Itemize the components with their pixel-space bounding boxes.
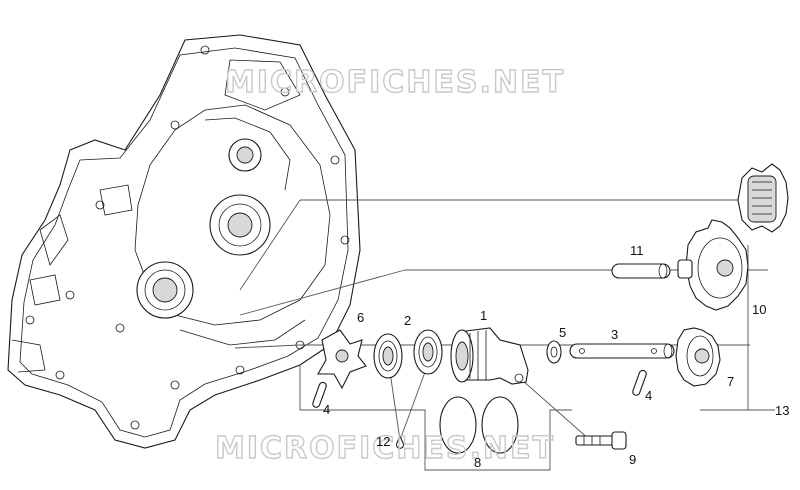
label-part-6: 6 xyxy=(357,310,364,325)
washer-5 xyxy=(546,340,562,364)
bearing-2-left xyxy=(373,333,403,379)
label-part-13: 13 xyxy=(775,403,789,418)
shaft-3 xyxy=(569,343,675,359)
label-part-4-left: 4 xyxy=(323,402,330,417)
o-ring-8-right xyxy=(481,396,519,454)
crankcase-housing xyxy=(7,34,361,449)
gear-10 xyxy=(677,219,749,311)
label-part-10: 10 xyxy=(752,302,766,317)
label-part-7: 7 xyxy=(727,374,734,389)
label-part-5: 5 xyxy=(559,325,566,340)
gear-13 xyxy=(737,163,789,233)
pin-4-right xyxy=(632,369,647,396)
label-part-9: 9 xyxy=(629,452,636,467)
label-part-2: 2 xyxy=(404,313,411,328)
pin-4-left xyxy=(312,381,327,408)
pump-body-1 xyxy=(450,327,529,385)
label-part-1: 1 xyxy=(480,308,487,323)
impeller-6 xyxy=(317,329,367,390)
bolt-9 xyxy=(575,431,627,450)
o-ring-8-left xyxy=(439,396,477,454)
label-part-11: 11 xyxy=(630,243,644,258)
part-labels: 1 2 3 4 4 5 6 7 8 9 10 11 12 13 xyxy=(323,243,789,470)
watermark-bottom: MICROFICHES.NET xyxy=(215,431,555,466)
clip-12 xyxy=(395,434,405,449)
bearing-2-right xyxy=(413,329,443,375)
label-part-12: 12 xyxy=(376,434,390,449)
label-part-8: 8 xyxy=(474,455,481,470)
pin-11 xyxy=(611,263,671,279)
gear-7 xyxy=(675,327,721,387)
label-part-3: 3 xyxy=(611,327,618,342)
watermark-top: MICROFICHES.NET xyxy=(225,65,565,100)
label-part-4-right: 4 xyxy=(645,388,652,403)
